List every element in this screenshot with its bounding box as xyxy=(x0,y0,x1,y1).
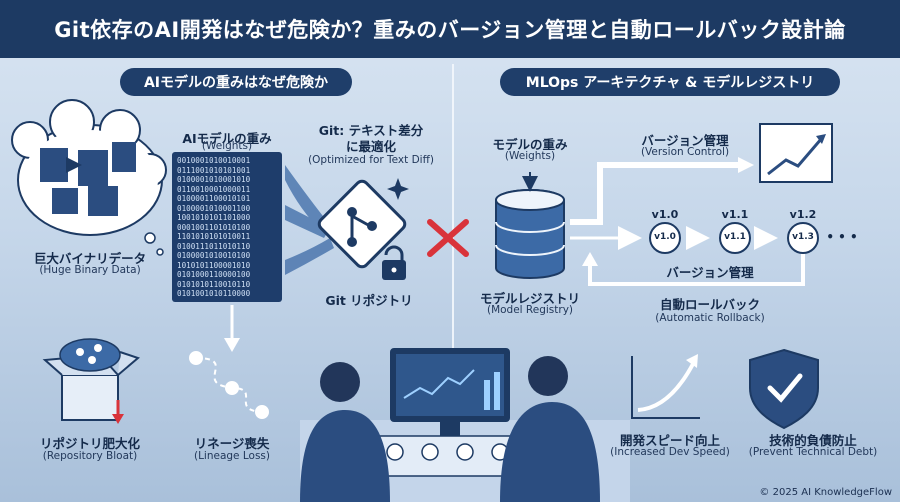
binary-line: 0100001100010101 xyxy=(177,194,251,203)
automatic-rollback-sublabel: (Automatic Rollback) xyxy=(655,312,765,324)
rollback-arrow xyxy=(582,252,805,286)
weights-label: AIモデルの重み xyxy=(182,131,272,146)
engineers-scene xyxy=(300,348,630,502)
repository-bloat-label: リポジトリ肥大化 xyxy=(39,436,140,451)
binary-line: 0100001010001100 xyxy=(177,203,251,213)
version-label-top-1: v1.1 xyxy=(721,208,749,221)
left-section-heading: AIモデルの重みはなぜ危険か xyxy=(120,68,352,96)
lineage-loss-label: リネージ喪失 xyxy=(194,436,270,451)
binary-line: 1101010101010011 xyxy=(177,232,251,241)
down-arrow xyxy=(224,305,240,352)
binary-line: 0101001010110000 xyxy=(177,289,251,298)
version-node-1[interactable]: v1.1 xyxy=(724,232,746,242)
flow-arrows-left xyxy=(285,165,334,275)
speed-chart-icon xyxy=(631,354,700,419)
dev-speed-sublabel: (Increased Dev Speed) xyxy=(610,446,730,458)
repository-bloat-sublabel: (Repository Bloat) xyxy=(42,450,138,462)
version-control-label: バージョン管理 xyxy=(641,133,729,148)
binary-line: 0100001010010100 xyxy=(177,251,251,260)
binary-data-sublabel: (Huge Binary Data) xyxy=(39,264,141,276)
git-logo-icon xyxy=(317,178,409,269)
database-icon xyxy=(495,189,565,279)
version-node-0[interactable]: v1.0 xyxy=(654,232,676,242)
model-registry-label: モデルレジストリ xyxy=(479,291,580,306)
binary-line: 0010001010010001 xyxy=(177,156,251,165)
version-node-2[interactable]: v1.3 xyxy=(792,232,814,242)
weights-sublabel: (Weights) xyxy=(201,140,253,152)
git-text-label-1: Git: テキスト差分 xyxy=(318,123,424,138)
thought-cloud-icon xyxy=(11,99,167,256)
version-management-label: バージョン管理 xyxy=(666,265,754,280)
binary-line: 0100001010001010 xyxy=(177,175,251,184)
binary-line: 0001001101010100 xyxy=(177,222,251,232)
binary-line: 0111001010101001 xyxy=(177,165,251,175)
version-label-top-2: v1.2 xyxy=(789,208,817,221)
model-weights-label: モデルの重み xyxy=(492,137,568,152)
git-repository-label: Git リポジトリ xyxy=(325,293,413,308)
version-nodes xyxy=(649,222,819,254)
git-text-sublabel: (Optimized for Text Diff) xyxy=(308,154,434,166)
box-icon xyxy=(42,338,140,424)
model-weights-sublabel: (Weights) xyxy=(504,150,556,162)
version-chart-icon xyxy=(759,123,833,183)
binary-line: 1001010101101000 xyxy=(177,213,251,222)
binary-line: 0100111011010110 xyxy=(177,241,251,251)
lineage-graph-icon xyxy=(189,351,269,419)
cross-icon xyxy=(427,219,469,257)
binary-line: 0101000110000100 xyxy=(177,270,251,279)
page-title: Git依存のAI開発はなぜ危険か？重みのバージョン管理と自動ロールバック設計論 xyxy=(54,18,846,42)
padlock-icon xyxy=(382,245,406,280)
copyright-text: © 2025 AI KnowledgeFlow xyxy=(759,487,892,498)
shield-check-icon xyxy=(749,348,819,430)
more-versions-ellipsis: • • • xyxy=(826,230,858,244)
version-label-top-0: v1.0 xyxy=(651,208,679,221)
binary-line: 1010101100001010 xyxy=(177,260,251,270)
title-bar: Git依存のAI開発はなぜ危険か？重みのバージョン管理と自動ロールバック設計論 xyxy=(0,0,900,58)
version-control-sublabel: (Version Control) xyxy=(640,146,730,158)
tech-debt-label: 技術的負債防止 xyxy=(769,433,857,448)
automatic-rollback-label: 自動ロールバック xyxy=(659,297,760,312)
to-version-control-arrow xyxy=(570,157,754,225)
binary-line: 0110010001000011 xyxy=(177,184,251,194)
dev-speed-label: 開発スピード向上 xyxy=(619,433,720,448)
binary-line: 0101010110010110 xyxy=(177,279,251,289)
model-registry-sublabel: (Model Registry) xyxy=(486,304,574,316)
section-divider xyxy=(452,64,454,354)
binary-data-label: 巨大バイナリデータ xyxy=(33,251,147,266)
lineage-loss-sublabel: (Lineage Loss) xyxy=(193,450,270,462)
right-section-heading: MLOps アーキテクチャ & モデルレジストリ xyxy=(500,68,840,96)
git-text-label-2: に最適化 xyxy=(345,139,396,154)
tech-debt-sublabel: (Prevent Technical Debt) xyxy=(748,446,878,458)
